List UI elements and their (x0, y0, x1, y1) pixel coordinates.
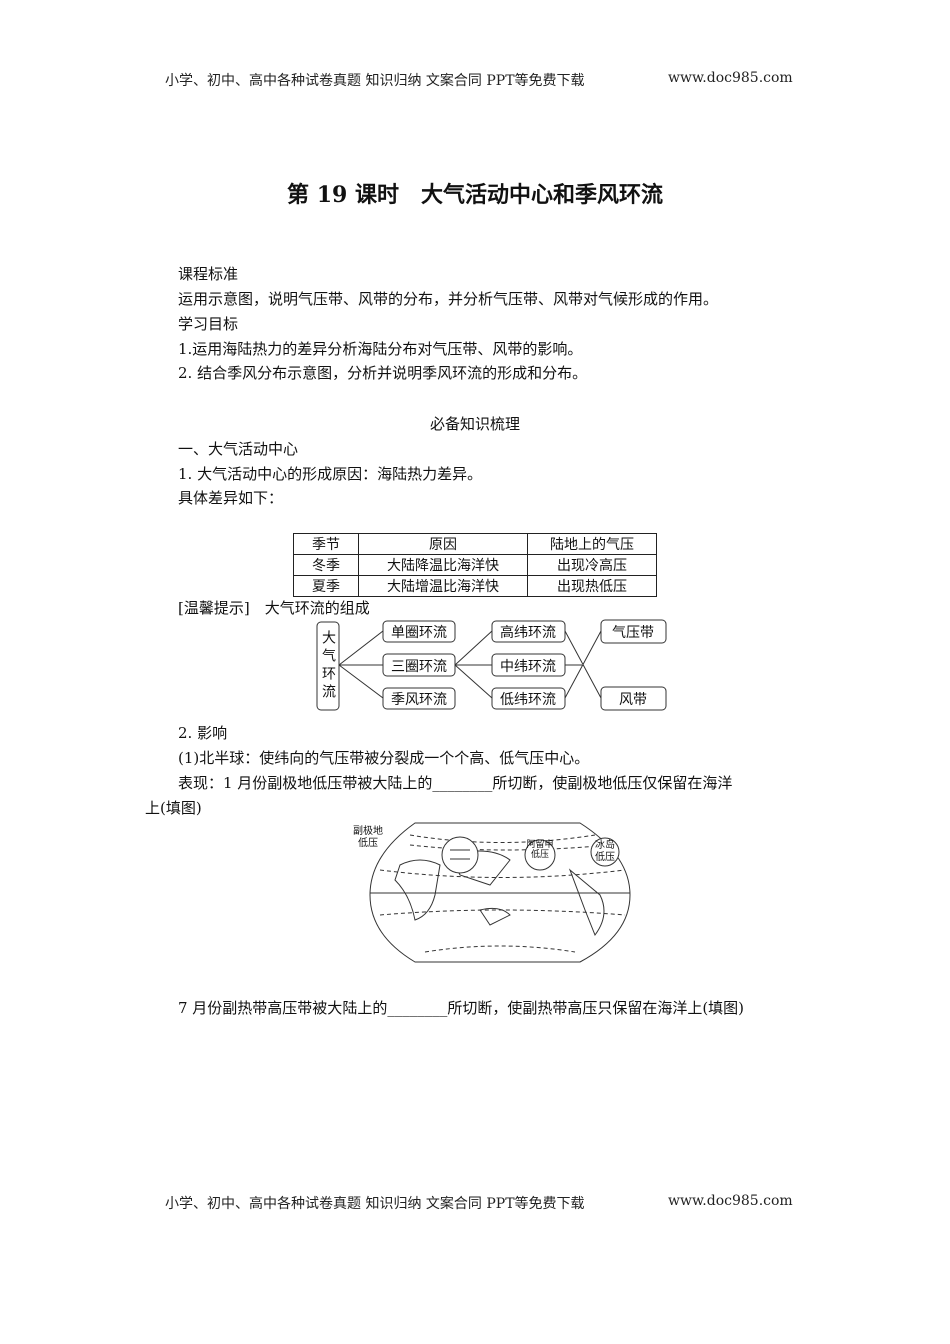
map-label: 副极地低压 (353, 826, 383, 849)
paragraph: 1. 大气活动中心的形成原因：海陆热力差异。 (178, 465, 483, 483)
table-header: 原因 (358, 533, 528, 555)
section-label: 课程标准 (178, 265, 239, 283)
table-row: 冬季大陆降温比海洋快出现冷高压 (293, 554, 657, 576)
paragraph: 一、大气活动中心 (178, 440, 299, 458)
table-row: 夏季大陆增温比海洋快出现热低压 (293, 575, 657, 597)
diagram-node: 高纬环流 (500, 624, 556, 641)
paragraph: 上(填图) (145, 799, 202, 817)
header-site: www.doc985.com (668, 70, 793, 86)
diagram-root: 大气环流 (320, 630, 336, 702)
paragraph: 2. 影响 (178, 724, 228, 742)
table-cell: 夏季 (293, 575, 359, 597)
table-cell: 出现热低压 (527, 575, 657, 597)
paragraph: 运用示意图，说明气压带、风带的分布，并分析气压带、风带对气候形成的作用。 (178, 290, 719, 308)
map-label: 阿留申低压 (526, 840, 554, 861)
map-label: 冰岛低压 (595, 840, 615, 863)
paragraph: 具体差异如下： (178, 489, 284, 507)
table-cell: 大陆增温比海洋快 (358, 575, 528, 597)
page-header: 小学、初中、高中各种试卷真题 知识归纳 文案合同 PPT等免费下载 (165, 73, 585, 89)
paragraph: 1.运用海陆热力的差异分析海陆分布对气压带、风带的影响。 (178, 340, 583, 358)
table-cell: 出现冷高压 (527, 554, 657, 576)
paragraph: 2. 结合季风分布示意图，分析并说明季风环流的形成和分布。 (178, 364, 588, 382)
diagram-node: 气压带 (612, 625, 654, 641)
world-map (369, 822, 631, 963)
section-heading: 必备知识梳理 (429, 415, 520, 433)
table-cell: 冬季 (293, 554, 359, 576)
diagram-node: 风带 (619, 692, 647, 708)
diagram-node: 季风环流 (391, 692, 447, 708)
section-label: 学习目标 (178, 315, 239, 333)
diagram-node: 中纬环流 (500, 659, 556, 675)
diagram-node: 单圈环流 (391, 625, 447, 641)
paragraph: 表现：1 月份副极地低压带被大陆上的________所切断，使副极地低压仅保留在… (178, 774, 733, 792)
table-header: 季节 (293, 533, 359, 555)
circulation-diagram: 单圈环流 三圈环流 季风环流 高纬环流 中纬环流 低纬环流 气压带 风带 (316, 619, 667, 711)
page-title: 第 19 课时 大气活动中心和季风环流 (287, 182, 663, 208)
page-footer: 小学、初中、高中各种试卷真题 知识归纳 文案合同 PPT等免费下载 (165, 1196, 585, 1212)
diagram-root-box (316, 621, 340, 711)
paragraph: (1)北半球：使纬向的气压带被分裂成一个个高、低气压中心。 (178, 749, 590, 767)
diagram-node: 三圈环流 (391, 659, 447, 675)
table-cell: 大陆降温比海洋快 (358, 554, 528, 576)
table-header: 陆地上的气压 (527, 533, 657, 555)
footer-site: www.doc985.com (668, 1193, 793, 1209)
difference-table: 季节原因陆地上的气压 冬季大陆降温比海洋快出现冷高压 夏季大陆增温比海洋快出现热… (293, 533, 657, 597)
diagram-node: 低纬环流 (500, 692, 556, 708)
tip-label: [温馨提示] 大气环流的组成 (178, 599, 370, 617)
paragraph: 7 月份副热带高压带被大陆上的________所切断，使副热带高压只保留在海洋上… (178, 999, 745, 1017)
